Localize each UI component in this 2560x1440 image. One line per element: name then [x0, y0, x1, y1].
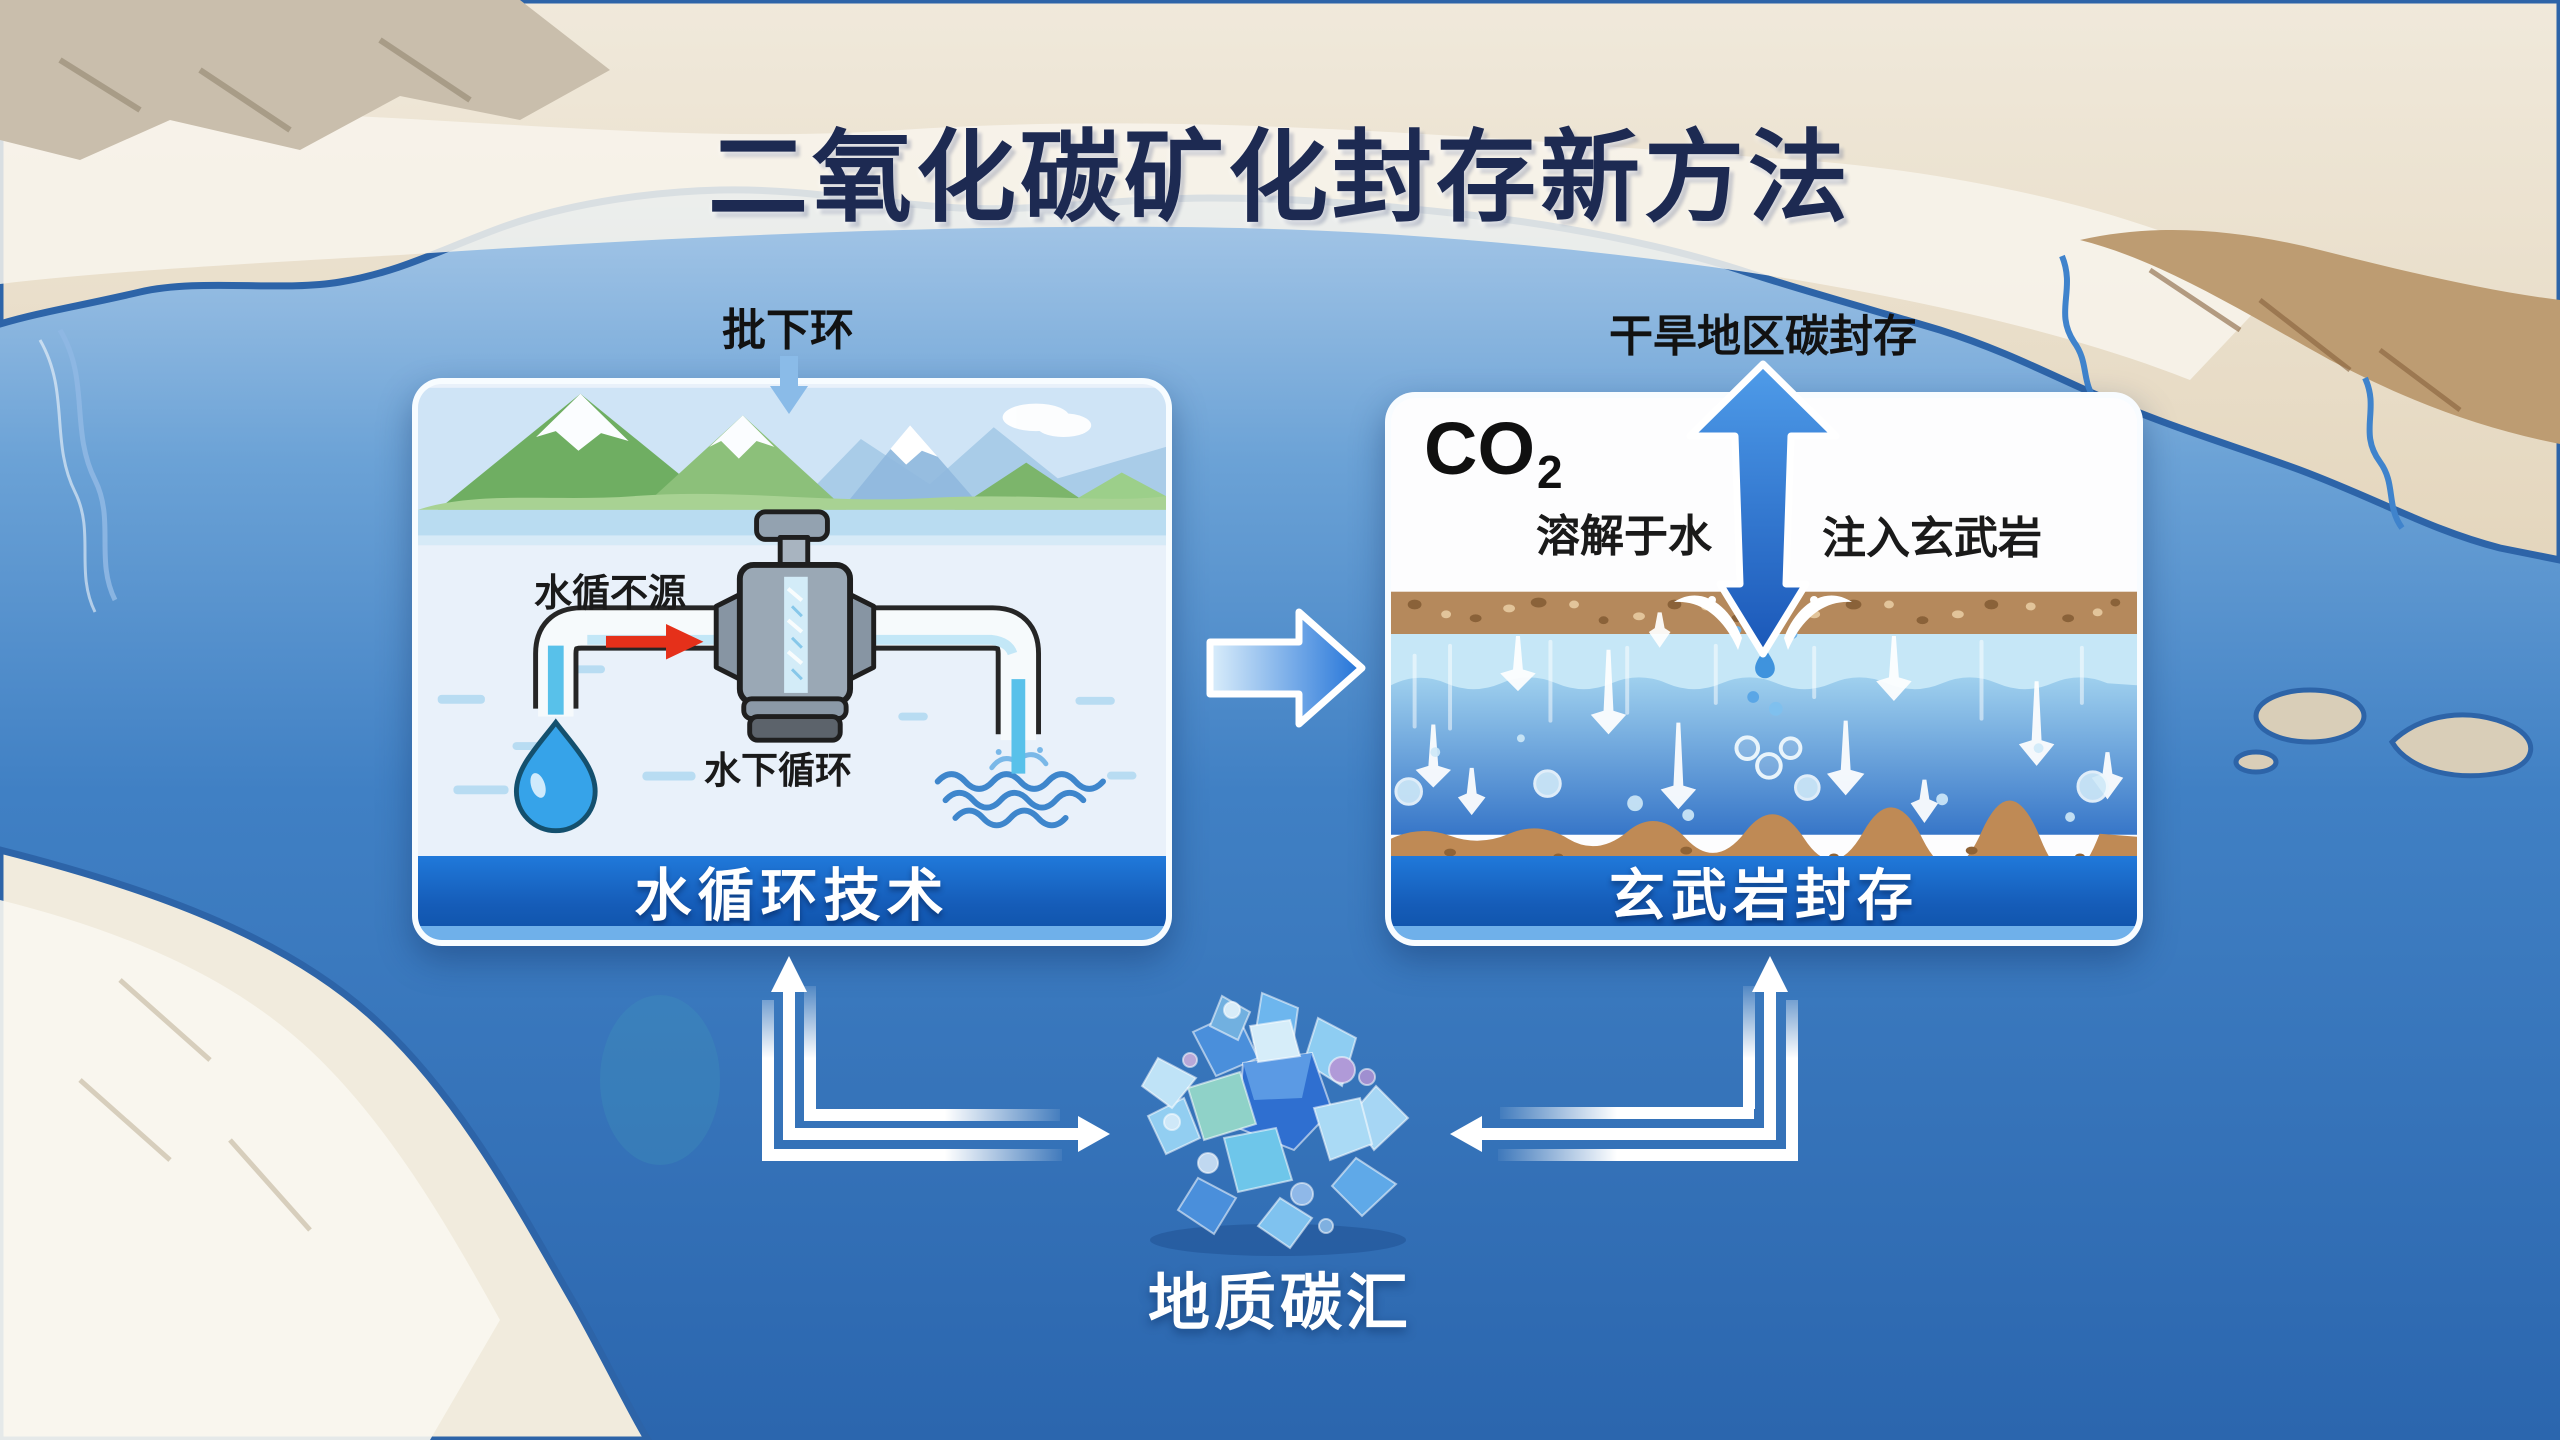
- right-panel-callout: 干旱地区碳封存: [1609, 312, 1917, 361]
- valve-icon: [713, 509, 877, 743]
- cloud-icon: [1002, 403, 1092, 438]
- water-source-label: 水循不源: [534, 573, 687, 615]
- wave-icon: [934, 771, 1106, 829]
- northeast-mountains: [2080, 229, 2560, 444]
- northwest-mountains: [0, 0, 610, 160]
- water-cycle-diagram: [418, 387, 1166, 865]
- underwater-cycle-label: 水下循环: [704, 750, 852, 791]
- pipe-icon: [533, 605, 1042, 774]
- dissolve-in-water-label: 溶解于水: [1536, 512, 1712, 561]
- right-banner-label: 玄武岩封存: [1609, 863, 1919, 927]
- down-arrow-icons: [1415, 612, 2124, 823]
- left-panel-callout: 批下环: [722, 306, 854, 355]
- top-soil-layer: [1391, 591, 2137, 641]
- province-border-lines: [38, 328, 118, 613]
- left-banner-label: 水循环技术: [634, 864, 950, 928]
- page-title: 二氧化碳矿化封存新方法: [708, 122, 1852, 234]
- water-drop-icon: [513, 718, 598, 834]
- co2-label: CO2: [1424, 407, 1563, 498]
- left-panel-banner: 水循环技术: [418, 856, 1166, 928]
- right-panel-banner: 玄武岩封存: [1391, 856, 2137, 927]
- left-banner-strip: [418, 926, 1166, 940]
- water-surface-wave: [1391, 634, 2137, 653]
- co2-subscript: 2: [1537, 446, 1563, 498]
- red-flow-arrow-icon: [605, 624, 704, 660]
- snow-plain: [0, 111, 2280, 380]
- water-cycle-panel: 水循环技术: [412, 378, 1172, 946]
- geological-carbon-sink-label: 地质碳汇: [1147, 1269, 1412, 1338]
- islands: [2233, 687, 2533, 779]
- river-lines: [2059, 254, 2405, 530]
- right-banner-strip: [1391, 926, 2137, 940]
- inject-basalt-label: 注入玄武岩: [1822, 514, 2042, 563]
- bubble-icons: [1394, 734, 2109, 822]
- southwest-land: [0, 846, 720, 1440]
